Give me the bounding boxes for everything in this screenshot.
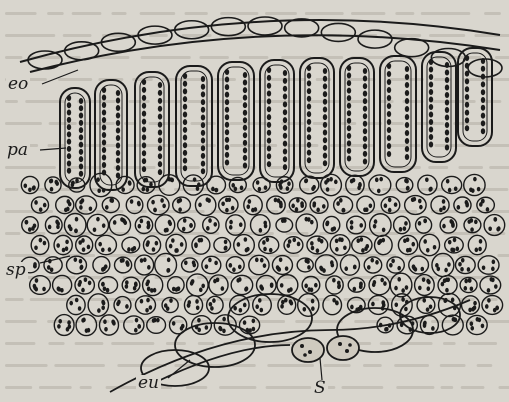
label-pa: pa <box>5 142 30 159</box>
label-s: S <box>312 380 328 397</box>
label-sp: sp <box>4 262 28 279</box>
label-eo: eo <box>6 76 30 93</box>
label-eu: eu <box>136 375 161 392</box>
